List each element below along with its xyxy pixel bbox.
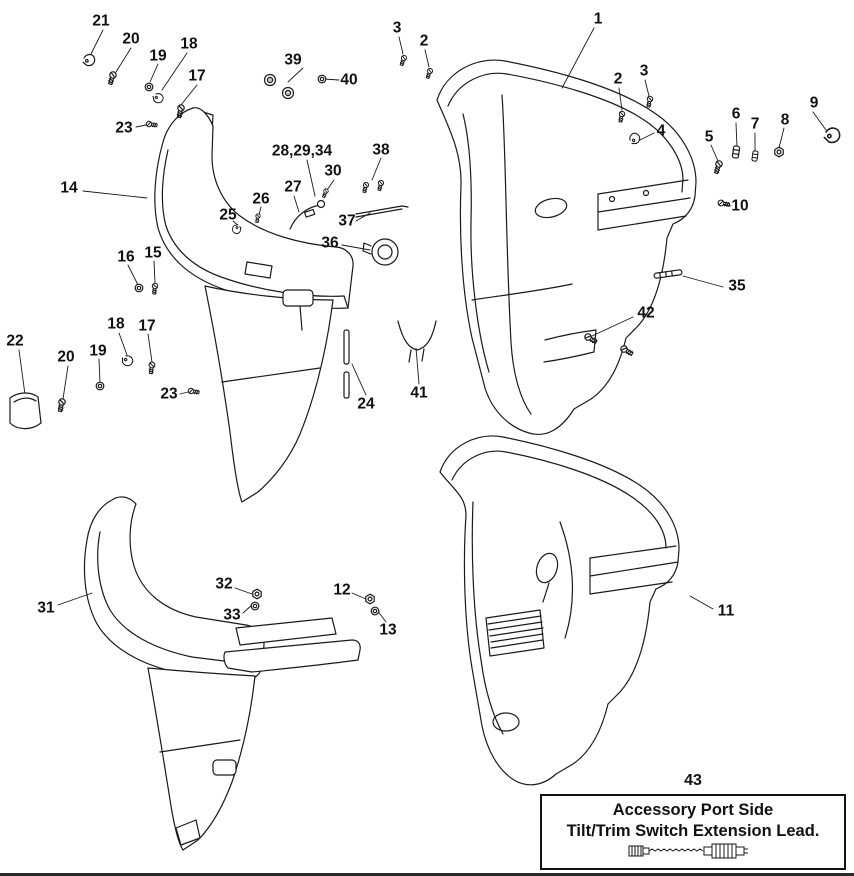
callout-39: 39 [284, 51, 302, 69]
callout-8: 8 [780, 111, 790, 129]
upper-port-cowl [154, 107, 354, 503]
callout-18: 18 [180, 35, 198, 53]
callout-30: 30 [324, 162, 342, 180]
callout-24: 24 [357, 395, 375, 413]
callout-13: 13 [379, 621, 397, 639]
callout-27: 27 [284, 178, 302, 196]
pad-icon [9, 392, 42, 430]
callout-10: 10 [731, 197, 749, 215]
callout-26: 26 [252, 190, 270, 208]
latch-hardware [289, 199, 437, 399]
callout-21: 21 [92, 12, 110, 30]
fastener-hardware [9, 52, 842, 616]
callout-23: 23 [160, 385, 178, 403]
callout-19: 19 [149, 47, 167, 65]
callout-16: 16 [117, 248, 135, 266]
accessory-lead-title-line1: Accessory Port Side [612, 801, 774, 819]
callout-17: 17 [138, 317, 156, 335]
callout-33: 33 [223, 606, 241, 624]
accessory-lead-title-line2: Tilt/Trim Switch Extension Lead. [566, 821, 820, 840]
callout-19: 19 [89, 342, 107, 360]
callout-2: 2 [419, 32, 429, 50]
callout-7: 7 [750, 115, 760, 133]
callout-37: 37 [338, 212, 356, 230]
callout-40: 40 [340, 71, 358, 89]
callout-20: 20 [122, 30, 140, 48]
page-bottom-edge [0, 873, 854, 876]
upper-starboard-cowl [436, 59, 697, 435]
callout-41: 41 [410, 384, 428, 402]
callout-36: 36 [321, 234, 339, 252]
callout-14: 14 [60, 179, 78, 197]
callout-20: 20 [57, 348, 75, 366]
callout-23: 23 [115, 119, 133, 137]
callout-28-29-34: 28,29,34 [271, 142, 333, 160]
callout-3: 3 [392, 19, 402, 37]
callout-25: 25 [219, 206, 237, 224]
callout-5: 5 [704, 128, 714, 146]
lower-starboard-cowl [439, 435, 680, 786]
callout-15: 15 [144, 244, 162, 262]
callout-2: 2 [613, 70, 623, 88]
pin-icon [653, 269, 683, 279]
callout-31: 31 [37, 599, 55, 617]
lower-port-cowl [83, 496, 361, 851]
callout-32: 32 [215, 575, 233, 593]
callout-22: 22 [6, 332, 24, 350]
callout-1: 1 [593, 10, 603, 28]
callout-4: 4 [656, 122, 666, 140]
callout-11: 11 [717, 602, 735, 620]
extension-lead-drawing [628, 843, 748, 859]
callout-42: 42 [637, 304, 655, 322]
callout-3: 3 [639, 62, 649, 80]
callout-12: 12 [333, 581, 351, 599]
callout-35: 35 [728, 277, 746, 295]
callout-38: 38 [372, 141, 390, 159]
accessory-callout-43: 43 [684, 772, 702, 789]
callout-6: 6 [731, 105, 741, 123]
callout-17: 17 [188, 67, 206, 85]
callout-9: 9 [809, 94, 819, 112]
callout-18: 18 [107, 315, 125, 333]
accessory-lead-box: Accessory Port Side Tilt/Trim Switch Ext… [540, 794, 846, 870]
